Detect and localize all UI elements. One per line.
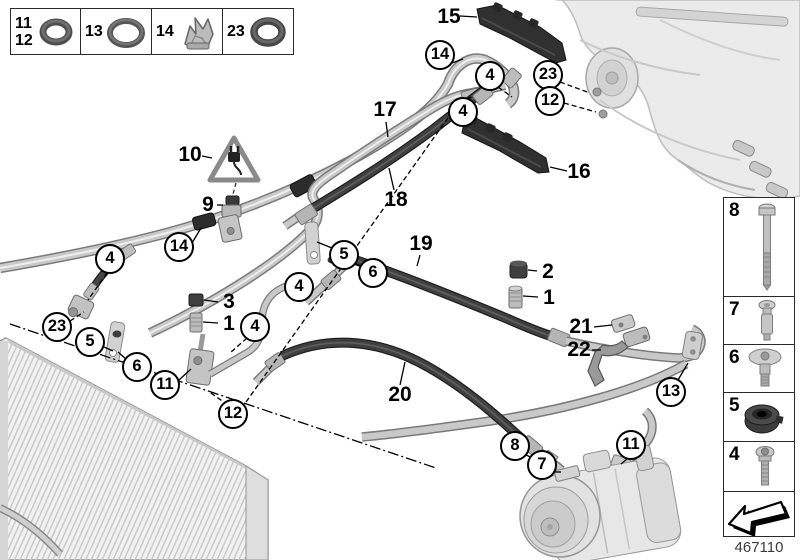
callout-circle-5-left[interactable]: 5 bbox=[75, 327, 105, 357]
legend-cell-14[interactable]: 14 bbox=[152, 8, 223, 55]
callout-circle-23-top[interactable]: 23 bbox=[533, 60, 563, 90]
drawing-number: 467110 bbox=[734, 539, 784, 556]
callout-label-9[interactable]: 9 bbox=[202, 193, 214, 216]
legend-cell-8[interactable]: 8 bbox=[723, 197, 795, 297]
callout-circle-8-lower[interactable]: 8 bbox=[500, 431, 530, 461]
callout-label-19[interactable]: 19 bbox=[409, 232, 433, 255]
callout-circle-14-top[interactable]: 14 bbox=[425, 40, 455, 70]
o-ring-medium-icon bbox=[245, 13, 291, 51]
engine-illustration bbox=[556, 0, 800, 200]
shoulder-bolt-icon bbox=[724, 297, 794, 344]
flanged-screw-icon bbox=[724, 345, 794, 392]
callout-label-22[interactable]: 22 bbox=[567, 338, 591, 361]
callout-label-16[interactable]: 16 bbox=[567, 160, 591, 183]
legend-label-13: 13 bbox=[85, 23, 103, 40]
rubber-grommet-icon bbox=[724, 393, 794, 441]
legend-cell-11-12[interactable]: 11 12 bbox=[10, 8, 81, 55]
legend-label-23: 23 bbox=[227, 23, 245, 40]
legend-label-7: 7 bbox=[729, 299, 740, 320]
bracket-part-22 bbox=[587, 340, 629, 387]
callout-circle-6-mid[interactable]: 6 bbox=[358, 258, 388, 288]
legend-fasteners-box: 8 7 bbox=[723, 197, 795, 537]
legend-cell-13[interactable]: 13 bbox=[81, 8, 152, 55]
callout-label-10[interactable]: 10 bbox=[178, 143, 202, 166]
legend-cell-6[interactable]: 6 bbox=[723, 345, 795, 393]
legend-cell-23[interactable]: 23 bbox=[223, 8, 294, 55]
condenser-illustration bbox=[0, 337, 269, 560]
warning-triangle-icon bbox=[207, 135, 261, 183]
legend-label-12: 12 bbox=[15, 31, 33, 49]
callout-label-3-left[interactable]: 3 bbox=[223, 290, 235, 313]
valve-cap-part-2 bbox=[509, 260, 528, 279]
legend-seals-box: 11 12 13 14 23 bbox=[10, 8, 294, 55]
legend-label-8: 8 bbox=[729, 200, 740, 221]
pipe-clip-icon bbox=[174, 12, 220, 52]
callout-circle-6-left[interactable]: 6 bbox=[122, 352, 152, 382]
callout-label-1-left[interactable]: 1 bbox=[223, 312, 235, 335]
direction-arrow-icon bbox=[724, 492, 794, 536]
legend-cell-4[interactable]: 4 bbox=[723, 442, 795, 492]
callout-circle-12-lower[interactable]: 12 bbox=[218, 399, 248, 429]
callout-circle-4-upper[interactable]: 4 bbox=[448, 97, 478, 127]
callout-circle-4-left[interactable]: 4 bbox=[95, 244, 125, 274]
valve-core-part-1-right bbox=[508, 285, 523, 309]
o-ring-small-icon bbox=[33, 13, 78, 51]
callout-circle-13-right[interactable]: 13 bbox=[656, 377, 686, 407]
compressor-illustration bbox=[519, 444, 682, 560]
legend-cell-7[interactable]: 7 bbox=[723, 297, 795, 345]
legend-label-5: 5 bbox=[729, 395, 740, 416]
callout-circle-12-top[interactable]: 12 bbox=[535, 86, 565, 116]
callout-circle-11-left[interactable]: 11 bbox=[150, 370, 180, 400]
callout-label-17[interactable]: 17 bbox=[373, 98, 397, 121]
seal-strip-15 bbox=[476, 2, 567, 64]
callout-circle-11-lower[interactable]: 11 bbox=[616, 430, 646, 460]
legend-label-4: 4 bbox=[729, 444, 740, 465]
callout-label-20[interactable]: 20 bbox=[388, 383, 412, 406]
seal-strip-16 bbox=[461, 114, 550, 174]
callout-circle-7-lower[interactable]: 7 bbox=[527, 450, 557, 480]
clamp-part-21 bbox=[610, 314, 651, 348]
long-hex-bolt-icon bbox=[724, 198, 794, 296]
service-valve-assembly bbox=[185, 280, 312, 386]
callout-circle-23-lower-left[interactable]: 23 bbox=[42, 312, 72, 342]
o-ring-large-icon bbox=[103, 12, 149, 52]
callout-label-2-right[interactable]: 2 bbox=[542, 260, 554, 283]
callout-circle-4-top-right[interactable]: 4 bbox=[475, 61, 505, 91]
callout-circle-4-mid[interactable]: 4 bbox=[284, 272, 314, 302]
callout-circle-14-left[interactable]: 14 bbox=[164, 232, 194, 262]
refrigerant-pipe-14 bbox=[0, 53, 522, 274]
legend-label-14: 14 bbox=[156, 23, 174, 40]
pressure-sensor-part-9 bbox=[217, 182, 243, 243]
callout-circle-5-mid[interactable]: 5 bbox=[329, 240, 359, 270]
pressure-hose-18 bbox=[282, 81, 494, 230]
legend-label-6: 6 bbox=[729, 347, 740, 368]
mounting-bracket-left bbox=[104, 321, 126, 363]
socket-head-bolt-icon bbox=[724, 442, 794, 491]
legend-cell-5[interactable]: 5 bbox=[723, 393, 795, 442]
pressure-pipe-17 bbox=[147, 80, 507, 338]
callout-label-21[interactable]: 21 bbox=[569, 315, 593, 338]
callout-circle-4-center[interactable]: 4 bbox=[240, 312, 270, 342]
liquid-hose-20 bbox=[252, 337, 565, 474]
legend-label-11: 11 bbox=[15, 14, 32, 32]
callout-label-18[interactable]: 18 bbox=[384, 188, 408, 211]
callout-label-15[interactable]: 15 bbox=[437, 5, 461, 28]
legend-cell-direction bbox=[723, 492, 795, 537]
callout-label-1-right[interactable]: 1 bbox=[543, 286, 555, 309]
